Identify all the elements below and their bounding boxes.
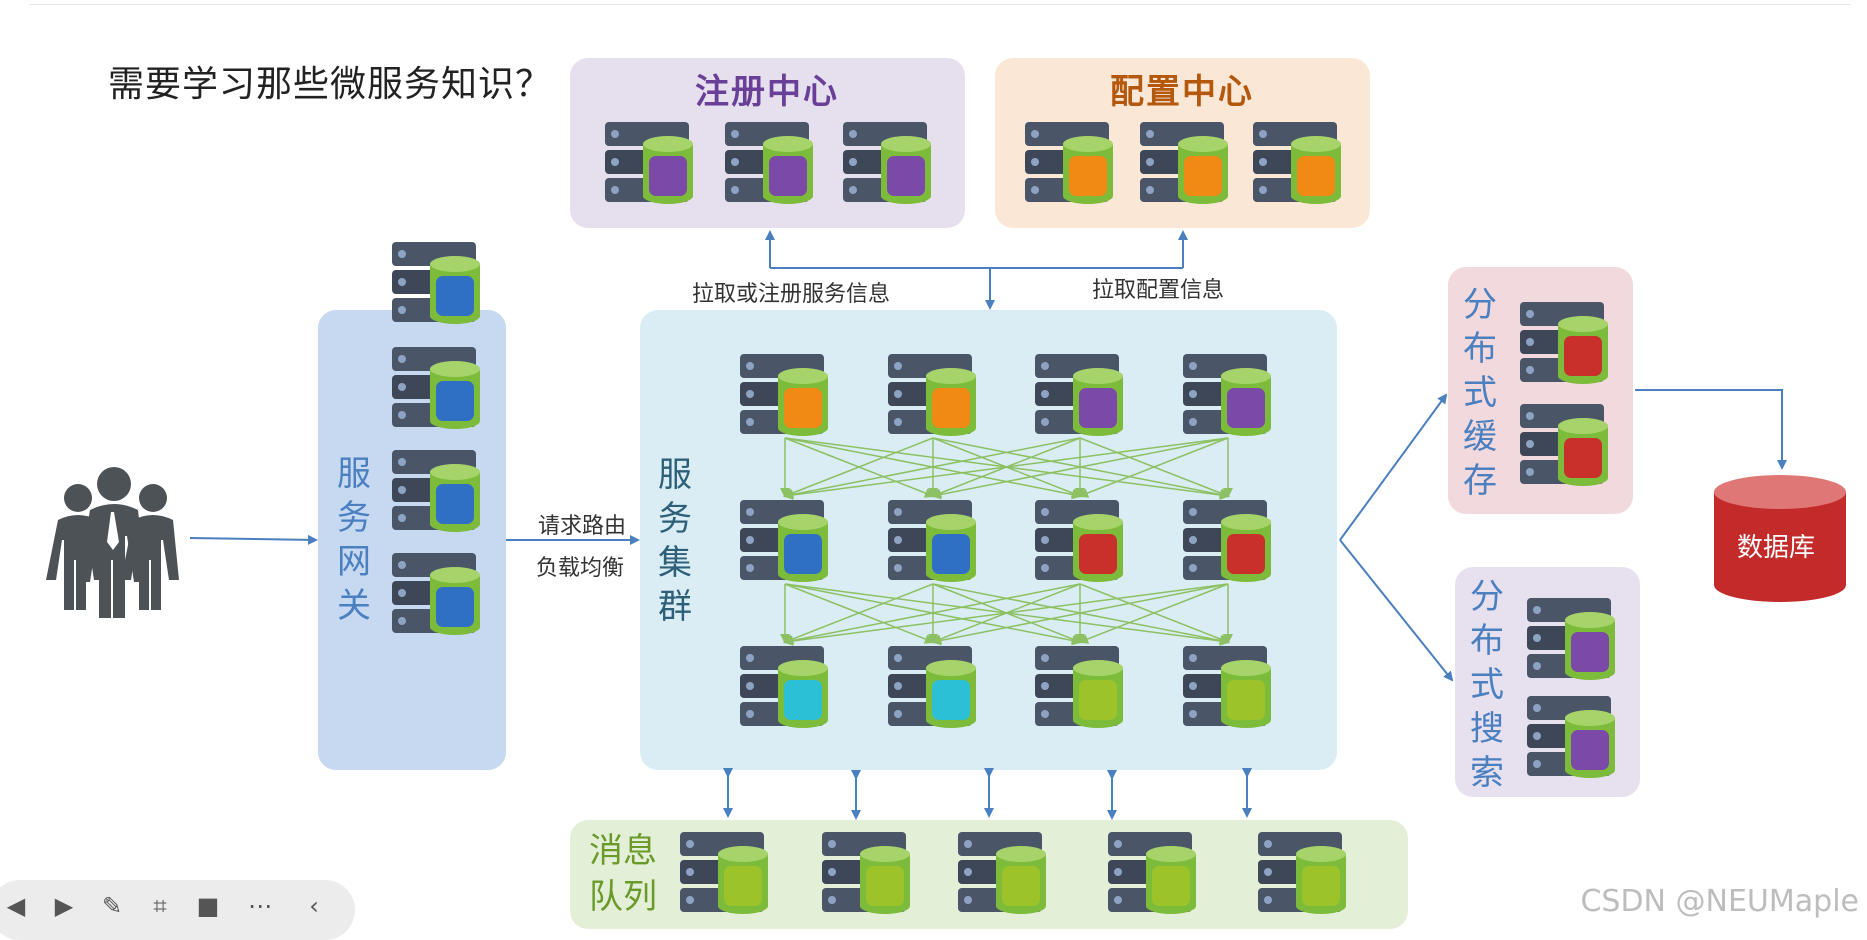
cluster-server-icon [888, 354, 976, 436]
next-icon[interactable]: ▶ [54, 892, 74, 920]
cluster-server-icon [1035, 500, 1123, 582]
search-title-char: 式 [1470, 665, 1504, 705]
cache-server-icon [1520, 302, 1608, 384]
cluster-mesh-line [783, 583, 1229, 646]
pull-config-label: 拉取配置信息 [1092, 278, 1225, 303]
gateway-server-icon [392, 347, 480, 429]
gateway-title-char: 服 [337, 454, 371, 494]
cluster-mesh-line [1078, 437, 1229, 498]
mq-server-icon [958, 832, 1046, 914]
watermark: CSDN @NEUMaple [1580, 884, 1859, 919]
top-divider [30, 4, 1850, 5]
cache-title: 分 布 式 缓 存 [1460, 283, 1500, 503]
registry-server-icon [843, 122, 931, 204]
gateway-title-char: 关 [337, 586, 371, 626]
registry-server-icon [725, 122, 813, 204]
search-title-char: 索 [1470, 753, 1504, 793]
cache-title-char: 缓 [1463, 417, 1497, 457]
mq-title-line: 消息 [589, 831, 657, 871]
mq-server-icon [822, 832, 910, 914]
cache-title-char: 分 [1463, 285, 1497, 325]
cluster-to-cache-search-arrows [1339, 393, 1454, 682]
cluster-mq-arrows [723, 768, 1252, 820]
screenshot-icon[interactable]: ⌗ [153, 892, 167, 920]
cluster-server-icon [740, 500, 828, 582]
cluster-title-char: 集 [658, 543, 692, 583]
gateway-server-icon [392, 450, 480, 532]
cluster-mesh [780, 437, 1233, 646]
cluster-server-icon [1035, 354, 1123, 436]
cluster-mesh-line [931, 437, 1229, 500]
gateway-title-char: 务 [337, 498, 371, 538]
cluster-mesh-line [931, 583, 1229, 646]
cluster-registry-config-connector [765, 230, 1188, 310]
page-title: 需要学习那些微服务知识？ [108, 64, 553, 105]
cluster-server-icon [888, 646, 976, 728]
cluster-server-icon [1183, 646, 1271, 728]
gateway-title: 服 务 网 关 [334, 452, 374, 628]
users-to-gateway-arrow [189, 534, 318, 545]
database-label: 数据库 [1737, 533, 1816, 563]
config-server-icon [1253, 122, 1341, 204]
cache-to-database-arrow [1635, 389, 1787, 470]
search-title: 分 布 式 搜 索 [1467, 575, 1507, 795]
cluster-mesh-line [783, 437, 1081, 500]
cluster-title-char: 服 [658, 455, 692, 495]
cluster-title-char: 群 [658, 587, 692, 627]
cluster-mesh-line [783, 437, 934, 498]
search-server-icon [1527, 696, 1615, 778]
cluster-server-icon [1183, 354, 1271, 436]
cluster-mesh-line [783, 583, 934, 644]
search-server-icon [1527, 598, 1615, 680]
collapse-icon[interactable]: ‹ [309, 892, 319, 920]
cluster-mesh-line [783, 583, 1081, 646]
mq-title: 消息 队列 [578, 828, 668, 920]
pull-register-label: 拉取或注册服务信息 [692, 282, 891, 307]
cluster-mesh-line [783, 437, 1229, 500]
presentation-toolbar: ◀ ▶ ✎ ⌗ ■ ⋯ ‹ [0, 880, 355, 940]
cluster-title: 服 务 集 群 [655, 453, 695, 629]
registry-title: 注册中心 [695, 72, 839, 112]
more-icon[interactable]: ⋯ [248, 892, 272, 920]
camera-icon[interactable]: ■ [196, 892, 220, 920]
search-title-char: 分 [1470, 577, 1504, 617]
pen-icon[interactable]: ✎ [101, 892, 123, 920]
cache-title-char: 布 [1463, 329, 1497, 369]
cluster-server-icon [740, 354, 828, 436]
config-title: 配置中心 [1110, 72, 1254, 112]
cluster-server-icon [1183, 500, 1271, 582]
database-icon [1714, 475, 1846, 602]
config-server-icon [1025, 122, 1113, 204]
mq-title-line: 队列 [589, 877, 657, 917]
mq-server-icon [1258, 832, 1346, 914]
routing-label: 请求路由 [538, 514, 627, 539]
load-balance-label: 负载均衡 [536, 556, 625, 581]
cluster-title-char: 务 [658, 499, 692, 539]
gateway-server-icon [392, 242, 480, 324]
cache-title-char: 式 [1463, 373, 1497, 413]
gateway-server-icon [392, 553, 480, 635]
cache-title-char: 存 [1463, 461, 1497, 501]
prev-icon[interactable]: ◀ [6, 892, 26, 920]
mq-server-icon [1108, 832, 1196, 914]
search-title-char: 搜 [1470, 709, 1504, 749]
cache-server-icon [1520, 404, 1608, 486]
cluster-server-icon [740, 646, 828, 728]
registry-server-icon [605, 122, 693, 204]
config-server-icon [1140, 122, 1228, 204]
mq-server-icon [680, 832, 768, 914]
gateway-title-char: 网 [337, 542, 371, 582]
cluster-server-icon [888, 500, 976, 582]
cluster-mesh-line [1078, 583, 1229, 644]
search-title-char: 布 [1470, 621, 1504, 661]
users-icon [46, 467, 179, 618]
cluster-server-icon [1035, 646, 1123, 728]
